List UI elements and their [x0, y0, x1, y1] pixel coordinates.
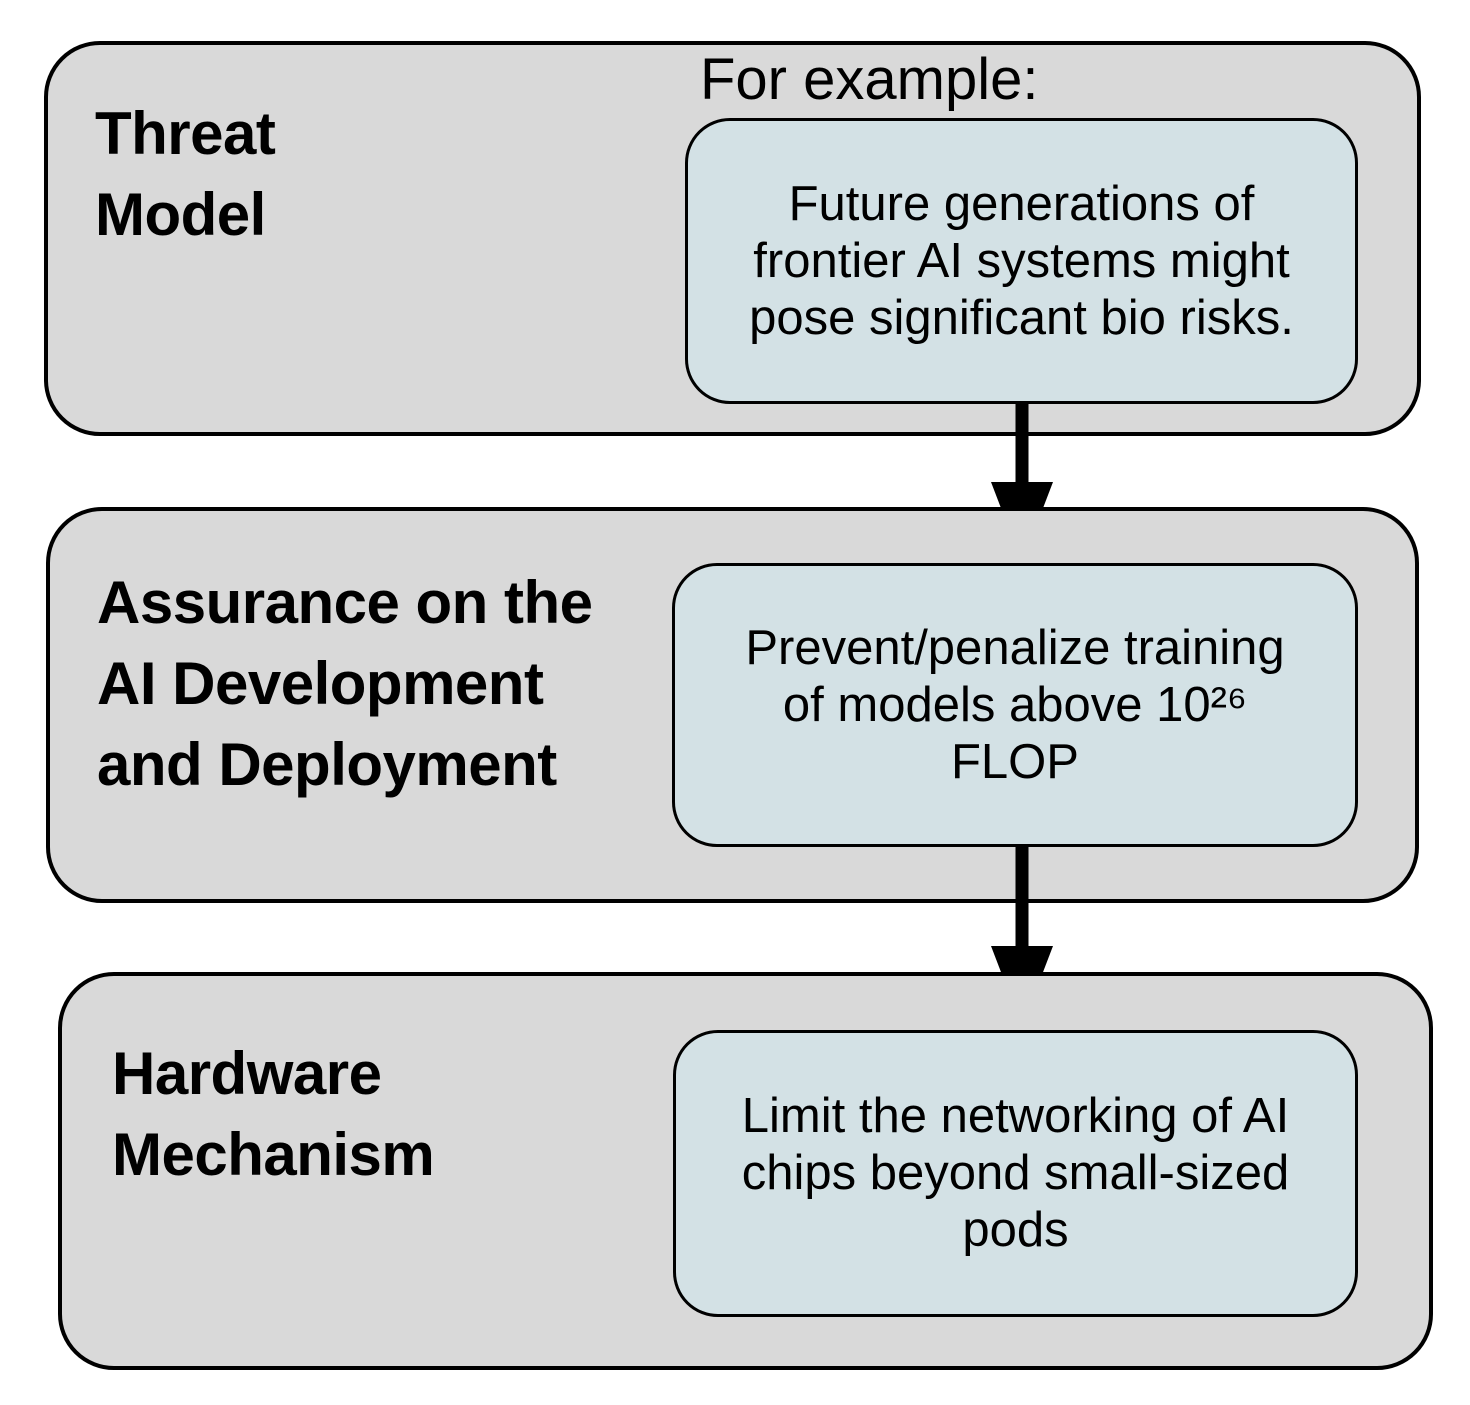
card-flop-threshold: Prevent/penalize training of models abov… [672, 563, 1358, 847]
section-title-assurance: Assurance on the AI Development and Depl… [97, 569, 593, 798]
section-threat-model: Threat Model For example: Future generat… [44, 41, 1421, 436]
section-hardware-mechanism: Hardware Mechanism Limit the networking … [58, 972, 1433, 1370]
card-limit-networking: Limit the networking of AI chips beyond … [673, 1030, 1358, 1317]
card-bio-risk: Future generations of frontier AI system… [685, 118, 1358, 404]
section-assurance: Assurance on the AI Development and Depl… [46, 507, 1419, 903]
example-label: For example: [700, 47, 1039, 112]
section-title-hardware-mechanism: Hardware Mechanism [112, 1040, 435, 1188]
section-title-threat-model: Threat Model [95, 100, 276, 248]
